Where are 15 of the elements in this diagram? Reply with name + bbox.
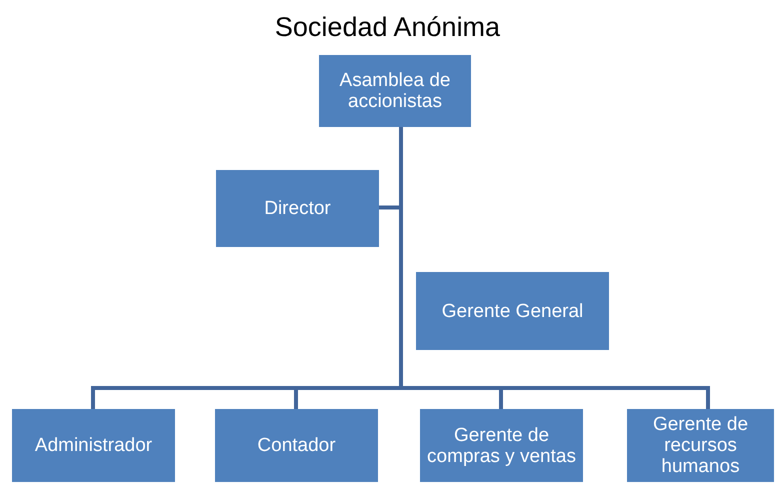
org-box [627,409,774,482]
box-label: Administrador [34,435,152,456]
diagram-title: Sociedad Anónima [274,12,502,43]
org-box [12,409,175,482]
org-box [215,409,378,482]
box-label: Director [264,198,331,219]
box-label: Gerente General [442,300,584,322]
org-box [416,272,609,350]
org-box [420,409,583,482]
box-label: Contador [257,435,336,456]
box-label: Asamblea de accionistas [338,70,452,112]
org-box [319,55,471,127]
box-label: Gerente de recursos humanos [652,414,750,477]
org-box [216,170,379,247]
box-label: Gerente de compras y ventas [426,424,577,466]
